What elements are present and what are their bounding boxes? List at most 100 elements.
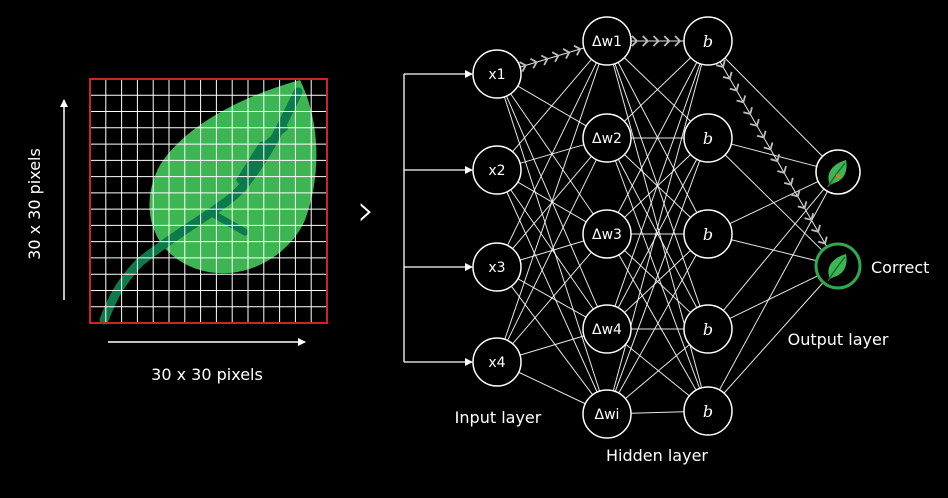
path-chevron (663, 35, 671, 47)
path-chevron (756, 130, 767, 139)
output-node-1 (815, 149, 861, 195)
weight-node-label: Δw3 (592, 227, 622, 243)
bias-node-1: b (683, 16, 733, 66)
input-node-x2: x2 (472, 145, 522, 195)
grid-border (89, 78, 328, 324)
weight-node-2: Δw2 (582, 113, 632, 163)
connection-line (625, 343, 690, 397)
path-chevron (562, 48, 571, 59)
pixel-grid (90, 79, 327, 323)
connections (503, 40, 828, 414)
connection-line (617, 158, 698, 309)
connection-line (617, 62, 698, 213)
path-chevron (790, 189, 801, 198)
connection-line (630, 411, 685, 414)
leaf-icon (827, 160, 847, 188)
path-chevron (729, 83, 740, 92)
connection-line (518, 371, 586, 405)
weight-node-3: Δw3 (582, 209, 632, 259)
weight-node-label: Δw4 (592, 322, 622, 338)
connection-line (512, 251, 592, 345)
path-chevron (777, 165, 787, 174)
path-chevron (749, 118, 760, 127)
input-layer-label: Input layer (455, 408, 542, 427)
connection-line (519, 47, 585, 68)
path-chevron (631, 35, 639, 47)
path-chevron (736, 95, 747, 104)
path-chevron (770, 154, 781, 163)
connection-line (614, 63, 701, 307)
path-chevron (817, 236, 828, 245)
connection-line (722, 188, 825, 311)
leaf-icon (827, 254, 847, 282)
leaf-vein-2 (236, 141, 266, 184)
input-node-x4: x4 (472, 337, 522, 387)
connection-line (507, 159, 597, 341)
path-chevron (715, 59, 726, 69)
path-chevron (811, 224, 821, 233)
output-layer-label: Output layer (788, 330, 889, 349)
path-chevron (652, 35, 660, 47)
connection-line (723, 282, 824, 394)
leaf-vein-3 (262, 125, 288, 148)
bias-node-label: b (703, 32, 713, 51)
output-node-2 (814, 242, 862, 290)
path-chevron (674, 35, 682, 47)
bias-node-4: b (683, 304, 733, 354)
connection-line (507, 62, 597, 246)
input-node-label: x1 (488, 67, 505, 83)
path-chevron (743, 106, 753, 116)
path-chevron (540, 54, 549, 66)
connection-line (618, 254, 697, 394)
bias-node-2: b (683, 113, 733, 163)
path-chevron (642, 35, 650, 47)
path-chevron (519, 61, 527, 73)
connection-line (618, 254, 697, 391)
path-chevron (722, 71, 733, 80)
bias-node-label: b (703, 320, 713, 339)
path-chevron (573, 44, 582, 56)
path-chevron (783, 177, 794, 186)
connection-line (625, 344, 690, 399)
connection-line (719, 61, 828, 248)
bias-node-label: b (703, 225, 713, 244)
connection-line (614, 160, 701, 392)
path-chevron (797, 201, 808, 210)
connection-line (724, 57, 823, 157)
bias-node-label: b (703, 402, 713, 421)
bias-node-label: b (703, 129, 713, 148)
connection-line (719, 191, 828, 391)
bias-node-3: b (683, 209, 733, 259)
connection-line (504, 63, 600, 340)
highlighted-path (519, 35, 828, 245)
path-chevron (763, 142, 774, 151)
connection-line (731, 239, 817, 262)
input-bracket (403, 70, 473, 366)
input-node-x1: x1 (472, 49, 522, 99)
weight-node-label: Δw1 (592, 34, 622, 50)
input-node-label: x4 (488, 355, 505, 371)
leaf-vein-1 (211, 211, 249, 236)
correct-label: Correct (871, 258, 929, 277)
bias-node-5: b (683, 386, 733, 436)
connection-line (731, 143, 817, 167)
input-node-label: x2 (488, 163, 505, 179)
path-chevron (529, 57, 538, 69)
hidden-layer-label: Hidden layer (606, 446, 708, 465)
input-node-label: x3 (488, 260, 505, 276)
connection-line (519, 335, 585, 356)
connection-line (624, 250, 691, 313)
connection-line (503, 96, 601, 392)
connection-line (729, 275, 819, 319)
path-chevron (551, 51, 560, 63)
y-axis-caption: 30 x 30 pixels (25, 148, 44, 260)
input-node-x3: x3 (472, 242, 522, 292)
connection-line (729, 181, 819, 225)
weight-node-i: Δwi (582, 389, 632, 439)
connection-line (506, 191, 598, 393)
weight-node-label: Δw2 (592, 131, 622, 147)
weight-node-4: Δw4 (582, 304, 632, 354)
connection-line (614, 160, 701, 389)
x-axis-caption: 30 x 30 pixels (151, 365, 263, 384)
connection-line (512, 58, 592, 153)
